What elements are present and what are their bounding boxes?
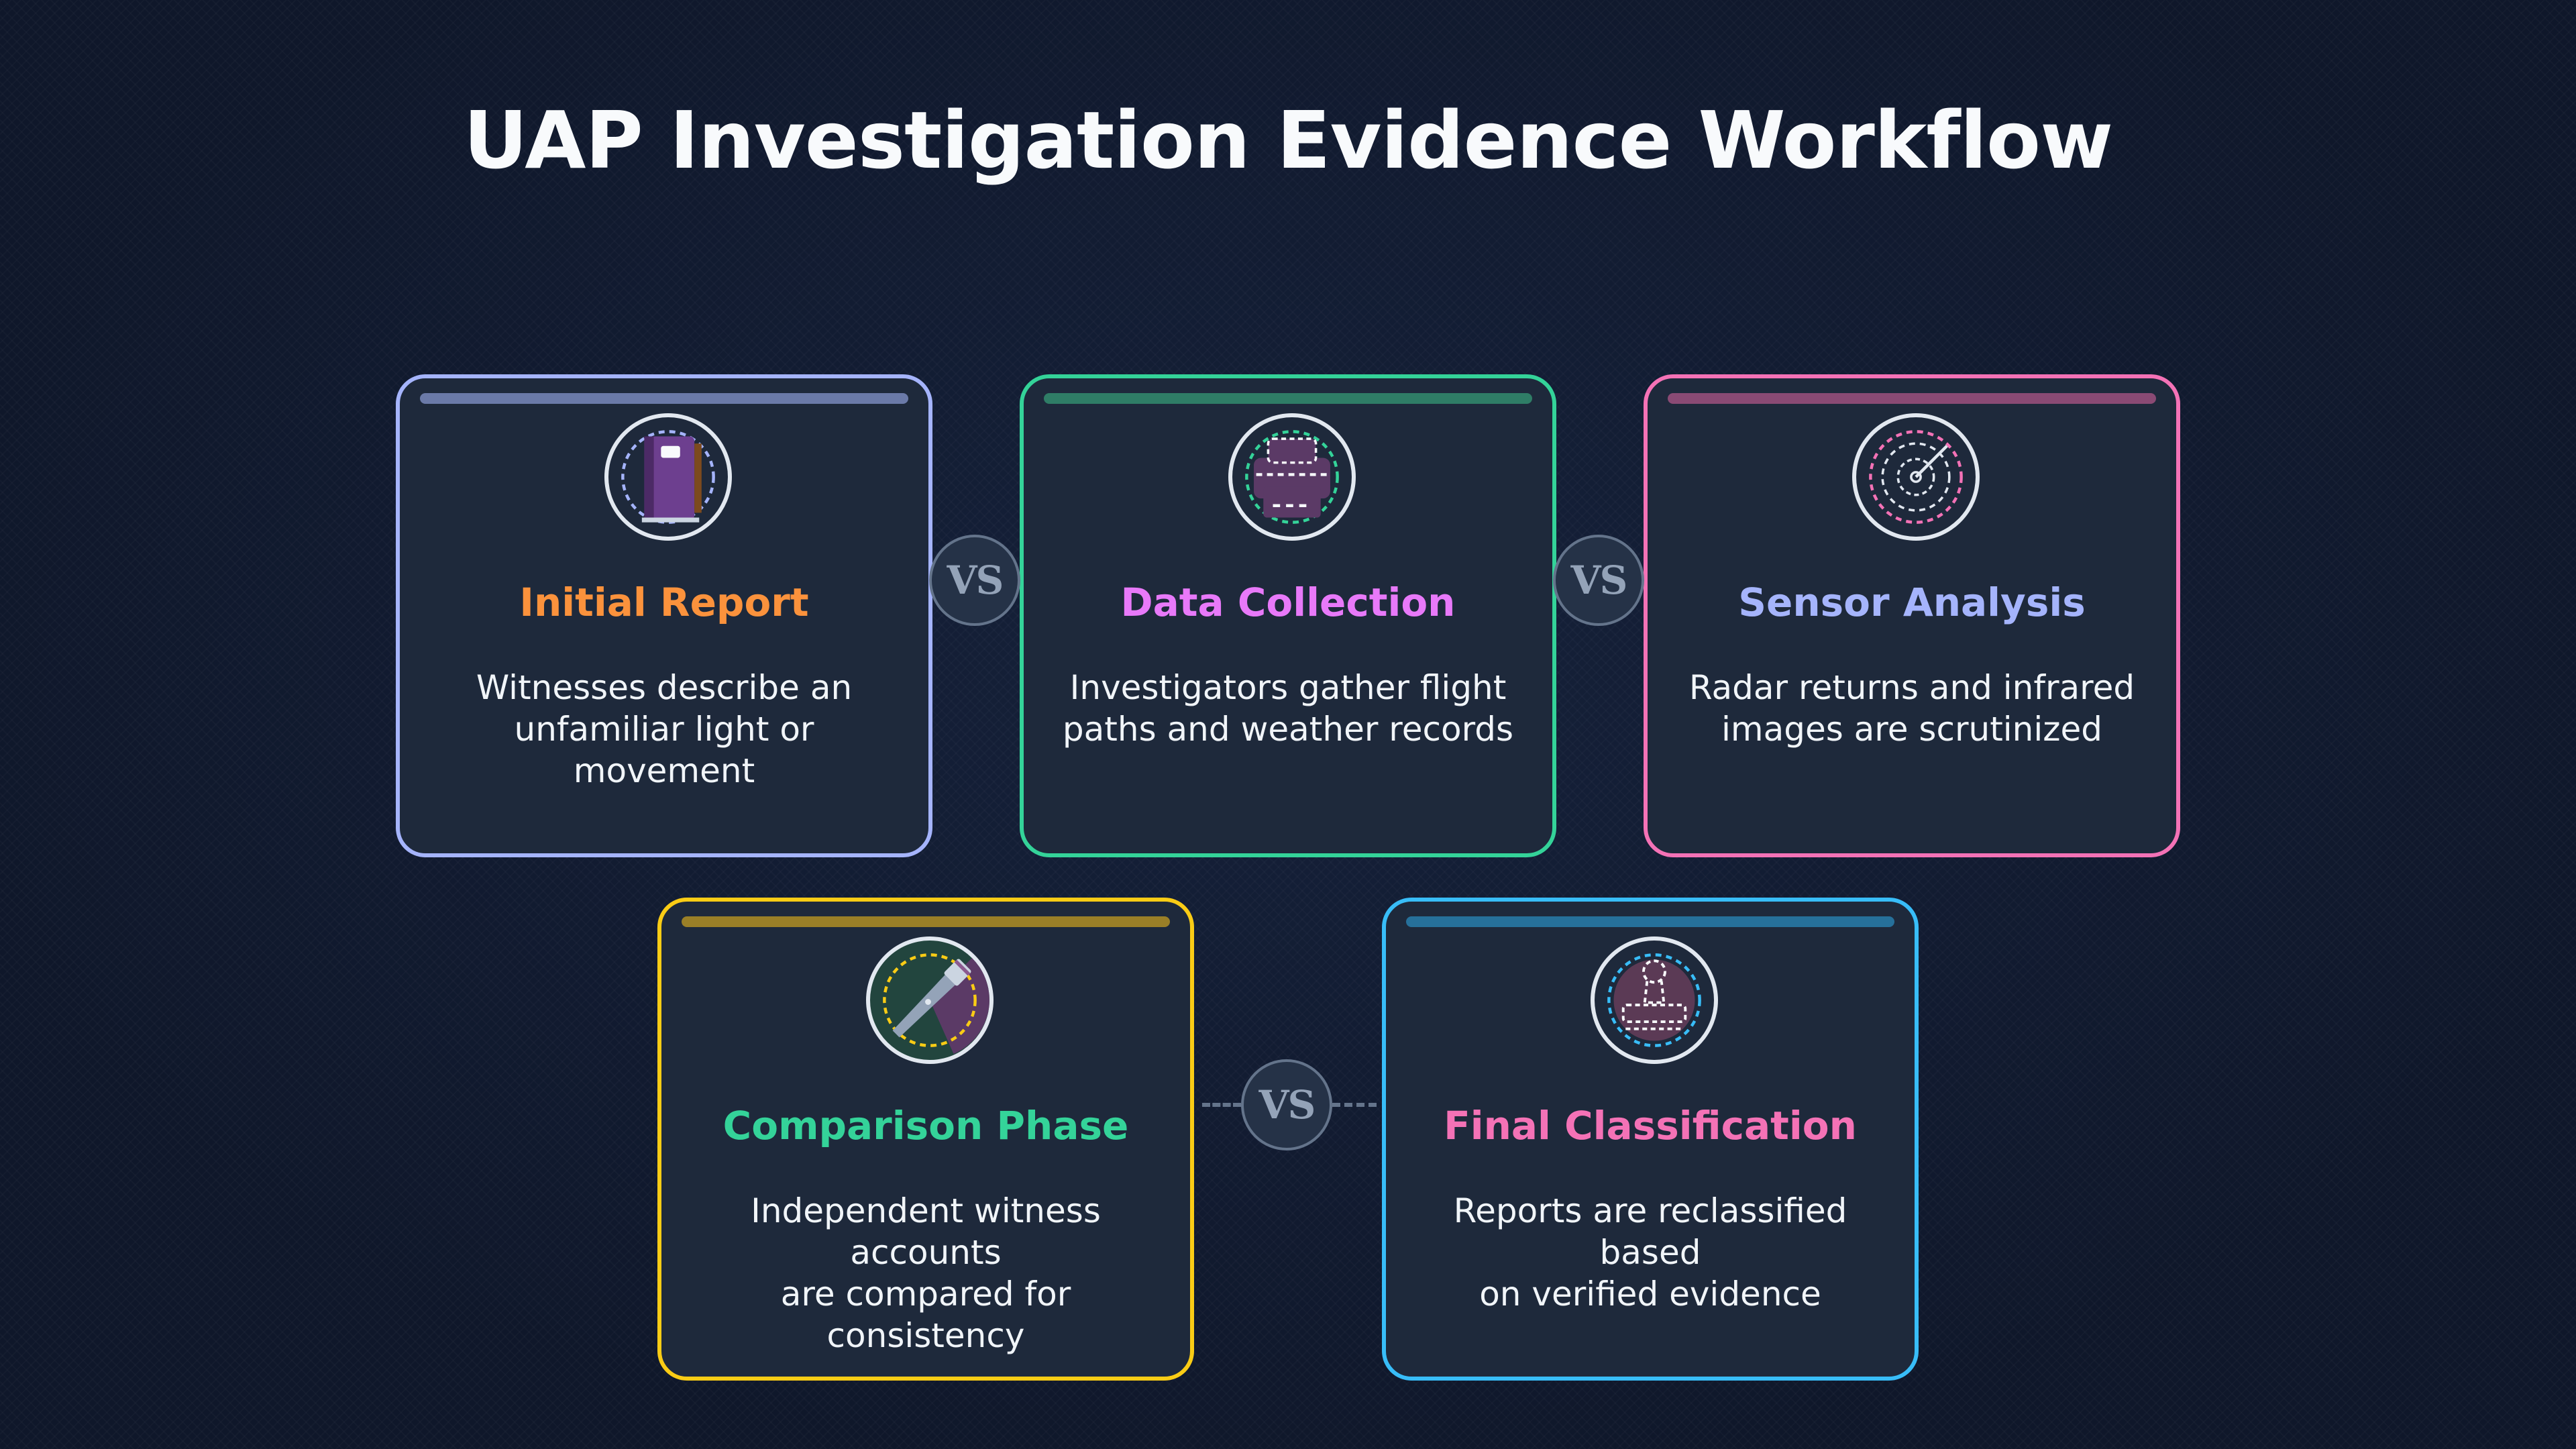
card-accent-bar	[420, 393, 908, 404]
card-icon-badge	[866, 936, 994, 1064]
card-accent-bar	[1406, 916, 1894, 927]
card-description: Independent witness accounts are compare…	[688, 1190, 1163, 1356]
card-accent-bar	[1668, 393, 2156, 404]
radar-icon	[1869, 430, 1963, 524]
card-description-line: Radar returns and infrared	[1688, 668, 2135, 707]
page-title: UAP Investigation Evidence Workflow	[463, 94, 2113, 186]
card-description: Investigators gather flight paths and we…	[1051, 667, 1525, 750]
card-data-collection: Data Collection Investigators gather fli…	[1020, 374, 1556, 857]
card-description: Witnesses describe an unfamiliar light o…	[427, 667, 902, 792]
card-description-line: images are scrutinized	[1721, 710, 2103, 749]
card-icon-badge	[604, 413, 732, 541]
card-description-line: Witnesses describe an	[476, 668, 853, 707]
card-accent-bar	[1044, 393, 1532, 404]
card-heading: Final Classification	[1444, 1103, 1857, 1148]
card-icon-badge	[1852, 413, 1980, 541]
card-description-line: paths and weather records	[1062, 710, 1514, 749]
card-description-line: are compared for consistency	[780, 1275, 1071, 1355]
card-accent-bar	[682, 916, 1170, 927]
card-description-line: Independent witness accounts	[751, 1191, 1101, 1272]
dashed-connector-line	[1202, 1103, 1241, 1107]
card-icon-badge	[1591, 936, 1718, 1064]
card-final-classification: Final Classification Reports are reclass…	[1382, 898, 1919, 1381]
vs-connector-1-2: VS	[929, 535, 1020, 626]
vs-connector-2-3: VS	[1553, 535, 1644, 626]
card-heading: Comparison Phase	[722, 1103, 1129, 1148]
card-sensor-analysis: Sensor Analysis Radar returns and infrar…	[1644, 374, 2180, 857]
card-description-line: on verified evidence	[1479, 1275, 1821, 1313]
card-comparison-phase: Comparison Phase Independent witness acc…	[657, 898, 1194, 1381]
card-icon-badge	[1228, 413, 1356, 541]
card-heading: Data Collection	[1120, 580, 1456, 625]
card-description-line: Reports are reclassified based	[1453, 1191, 1847, 1272]
card-heading: Initial Report	[519, 580, 809, 625]
notebook-icon	[621, 430, 715, 524]
vs-connector-4-5: VS	[1241, 1059, 1332, 1150]
card-description: Radar returns and infrared images are sc…	[1674, 667, 2149, 750]
flashlight-icon	[883, 941, 989, 1055]
printer-icon	[1245, 430, 1339, 524]
dashed-connector-line	[1332, 1103, 1377, 1107]
card-description: Reports are reclassified based on verifi…	[1413, 1190, 1888, 1315]
card-description-line: unfamiliar light or movement	[514, 710, 814, 790]
card-heading: Sensor Analysis	[1738, 580, 2086, 625]
stamp-icon	[1607, 953, 1701, 1047]
card-description-line: Investigators gather flight	[1069, 668, 1507, 707]
card-initial-report: Initial Report Witnesses describe an unf…	[396, 374, 932, 857]
